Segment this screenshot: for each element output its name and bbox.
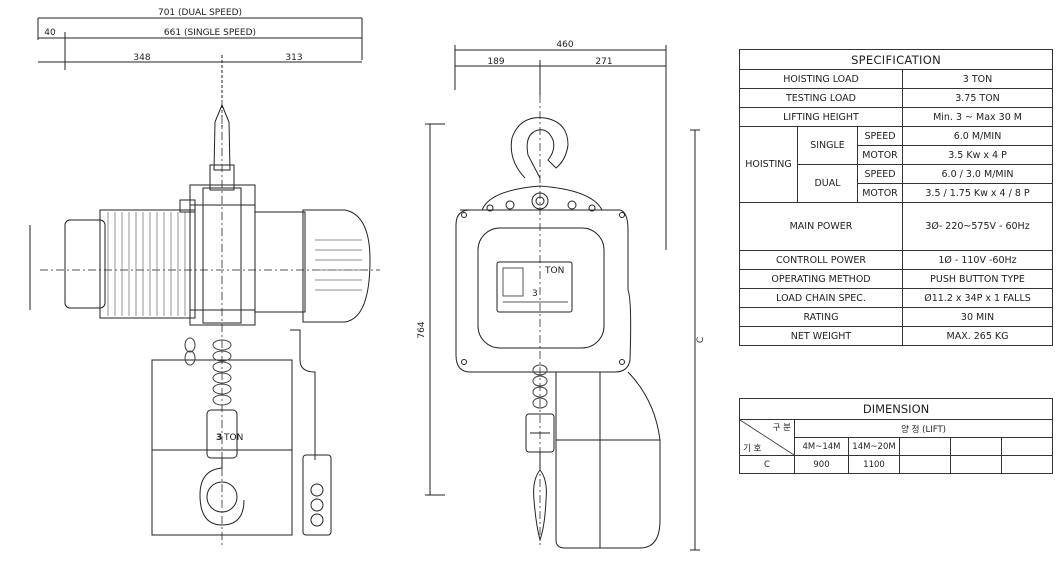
dual-speed-value: 6.0 / 3.0 M/MIN xyxy=(901,164,1054,184)
dual-motor-value: 3.5 / 1.75 Kw x 4 / 8 P xyxy=(901,183,1054,203)
spec-label: OPERATING METHOD xyxy=(739,269,903,289)
hoisting-label: HOISTING xyxy=(739,126,798,203)
spec-label: HOISTING LOAD xyxy=(739,69,903,89)
spec-value: 30 MIN xyxy=(901,307,1054,327)
hoist-drawings: 701 (DUAL SPEED) 661 (SINGLE SPEED) 40 3… xyxy=(29,8,706,551)
side-dimension-lines xyxy=(425,45,700,551)
specification-table: SPECIFICATION HOISTING LOAD 3 TON TESTIN… xyxy=(738,49,1054,346)
spec-value: MAX. 265 KG xyxy=(901,326,1054,346)
spec-value: 3Ø- 220~575V - 60Hz xyxy=(901,202,1054,251)
front-view xyxy=(40,100,380,545)
spec-label: NET WEIGHT xyxy=(739,326,903,346)
table-row: C 900 1100 xyxy=(739,455,1054,474)
spec-value: 3.75 TON xyxy=(901,88,1054,108)
hook-block-capacity: 3 xyxy=(216,433,222,443)
dimension-title: DIMENSION xyxy=(738,398,1054,420)
nameplate-ton: TON xyxy=(544,266,564,276)
single-motor-value: 3.5 Kw x 4 P xyxy=(901,145,1054,165)
table-row: MAIN POWER 3Ø- 220~575V - 60Hz xyxy=(739,202,1054,251)
spec-value: PUSH BUTTON TYPE xyxy=(901,269,1054,289)
lift-header: 양 정 (LIFT) xyxy=(793,419,1054,438)
single-speed-value: 6.0 M/MIN xyxy=(901,126,1054,146)
table-row: 4M~14M 14M~20M xyxy=(740,437,1054,456)
front-dimension-lines xyxy=(29,17,363,310)
table-row: DUAL SPEED 6.0 / 3.0 M/MIN xyxy=(740,164,1054,203)
table-row: HOISTING SINGLE SPEED 6.0 M/MIN xyxy=(739,126,1054,203)
table-row: RATING 30 MIN xyxy=(739,307,1054,327)
range-cell: 14M~20M xyxy=(848,437,900,456)
dim-side-total: 460 xyxy=(556,40,573,50)
range-cell: 4M~14M xyxy=(794,437,849,456)
spec-label: MAIN POWER xyxy=(739,202,903,251)
spec-label: RATING xyxy=(739,307,903,327)
speed-label: SPEED xyxy=(857,164,903,184)
symbol-cell: C xyxy=(739,455,795,474)
value-cell: 900 xyxy=(794,455,849,474)
speed-label: SPEED xyxy=(857,126,903,146)
spec-value: 1Ø - 110V -60Hz xyxy=(901,250,1054,270)
motor-label: MOTOR xyxy=(857,145,903,165)
range-cell xyxy=(950,437,1002,456)
value-cell xyxy=(899,455,951,474)
nameplate-capacity: 3 xyxy=(532,289,538,299)
dim-side-right: 271 xyxy=(595,57,612,67)
hoisting-single-label: SINGLE xyxy=(797,126,858,165)
spec-value: Ø11.2 x 34P x 1 FALLS xyxy=(901,288,1054,308)
table-row: HOISTING LOAD 3 TON xyxy=(739,69,1054,89)
motor-label: MOTOR xyxy=(857,183,903,203)
table-row: 구 분 기 호 양 정 (LIFT) xyxy=(739,419,1054,456)
spec-label: CONTROLL POWER xyxy=(739,250,903,270)
corner-bottom-label: 기 호 xyxy=(743,444,762,454)
value-cell xyxy=(1000,455,1054,474)
dim-height: 764 xyxy=(417,321,427,338)
table-row: NET WEIGHT MAX. 265 KG xyxy=(739,326,1054,346)
range-cell xyxy=(1000,437,1054,456)
dim-left-part: 348 xyxy=(133,53,150,63)
dim-offset: 40 xyxy=(44,28,56,38)
spec-value: 3 TON xyxy=(901,69,1054,89)
range-cell xyxy=(899,437,951,456)
side-view xyxy=(455,95,661,549)
dim-dual-speed: 701 (DUAL SPEED) xyxy=(158,8,242,18)
dim-single-speed: 661 (SINGLE SPEED) xyxy=(164,28,256,38)
table-row: MOTOR 3.5 / 1.75 Kw x 4 / 8 P xyxy=(740,183,1054,203)
value-cell: 1100 xyxy=(848,455,900,474)
table-row: LIFTING HEIGHT Min. 3 ~ Max 30 M xyxy=(739,107,1054,127)
spec-value: Min. 3 ~ Max 30 M xyxy=(901,107,1054,127)
value-cell xyxy=(950,455,1002,474)
corner-top-label: 구 분 xyxy=(772,423,791,433)
dim-right-part: 313 xyxy=(285,53,302,63)
dim-height-c: C xyxy=(696,337,706,343)
table-row: LOAD CHAIN SPEC. Ø11.2 x 34P x 1 FALLS xyxy=(739,288,1054,308)
table-row: TESTING LOAD 3.75 TON xyxy=(739,88,1054,108)
table-row: CONTROLL POWER 1Ø - 110V -60Hz xyxy=(739,250,1054,270)
spec-label: LIFTING HEIGHT xyxy=(739,107,903,127)
dim-side-left: 189 xyxy=(487,57,504,67)
corner-cell: 구 분 기 호 xyxy=(739,419,795,456)
spec-label: TESTING LOAD xyxy=(739,88,903,108)
spec-title: SPECIFICATION xyxy=(738,49,1054,70)
hook-block-ton: TON xyxy=(223,433,243,443)
spec-label: LOAD CHAIN SPEC. xyxy=(739,288,903,308)
dimension-table: DIMENSION 구 분 기 호 양 정 (LIFT) 4M~14M 14M~… xyxy=(738,398,1054,474)
hoisting-dual-label: DUAL xyxy=(797,164,858,203)
table-row: OPERATING METHOD PUSH BUTTON TYPE xyxy=(739,269,1054,289)
